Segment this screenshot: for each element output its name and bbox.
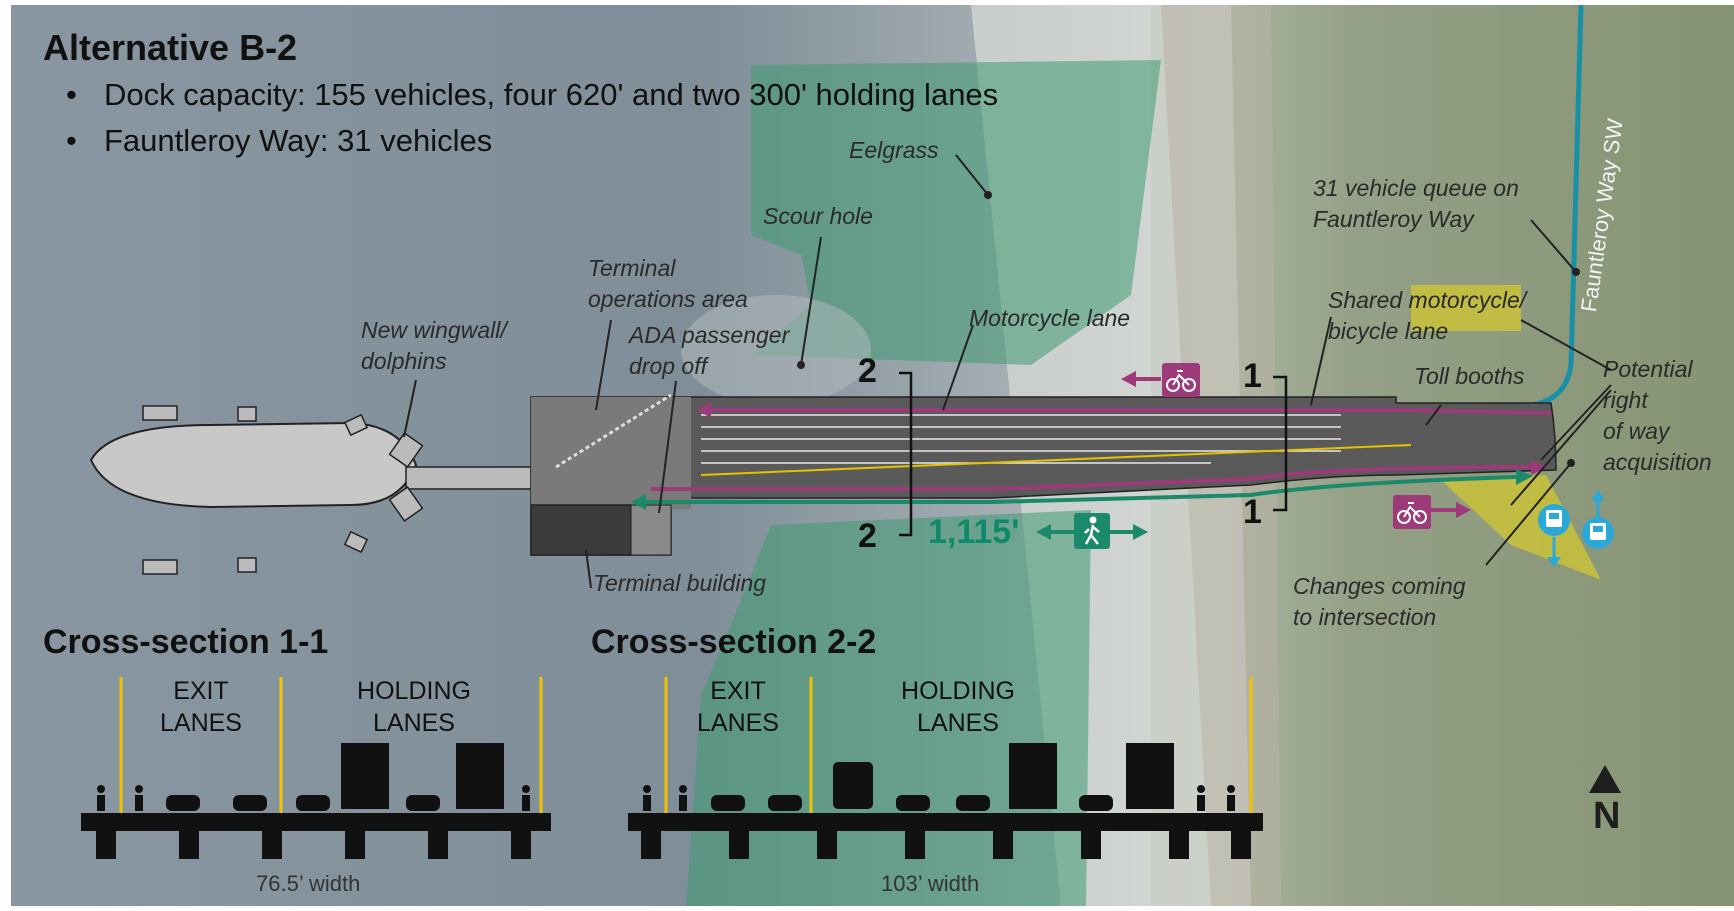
label-toll-booths: Toll booths (1414, 363, 1525, 389)
dolphin-4 (142, 559, 178, 575)
cs2-exit-line1: EXIT (710, 677, 766, 705)
label-ada-line2: drop off (629, 353, 707, 379)
dolphin-6 (343, 530, 369, 554)
label-wingwall-line1: New wingwall/ (361, 317, 507, 343)
label-row-line1: Potential (1603, 356, 1693, 382)
centerline-yellow (700, 444, 1412, 476)
dolphin-1 (142, 405, 178, 421)
label-terminal-ops-line1: Terminal (588, 255, 676, 281)
cs2-holding-lanes-label: HOLDING LANES (883, 675, 1033, 739)
dimension-arrow-right (1133, 524, 1148, 540)
north-label: N (1593, 795, 1621, 837)
dolphin-5 (237, 557, 257, 573)
bike-arrow-left-head (1121, 371, 1136, 387)
section-1-cut (1273, 375, 1288, 512)
label-ada-line1: ADA passenger (629, 322, 790, 348)
motorcycle-lane-arrow (697, 402, 711, 418)
section-2-mark-top: 2 (858, 352, 877, 390)
row-area-upper (1411, 285, 1521, 331)
section-1-mark-bottom: 1 (1243, 493, 1262, 531)
label-row-line2: right (1603, 387, 1648, 413)
exit-motorcycle-line (651, 465, 1532, 491)
label-queue-line1: 31 vehicle queue on (1313, 175, 1519, 201)
leader-dot-changes (1567, 459, 1575, 467)
pedestrian-icon (1074, 513, 1110, 549)
leader-dot-scour (797, 361, 805, 369)
wingwall-north (388, 431, 424, 469)
label-terminal-building: Terminal building (593, 570, 767, 596)
label-shared-lane-line1: Shared motorcycle/ (1328, 287, 1527, 313)
cross-section-1-title: Cross-section 1-1 (43, 623, 329, 661)
label-wingwall-line2: dolphins (361, 348, 447, 374)
motorcycle-lane-line (711, 408, 1552, 415)
row-area-lower (1441, 475, 1601, 580)
leader-dot-queue (1572, 268, 1580, 276)
pedestrian-path-arrow-right (1516, 469, 1533, 485)
cs1-holding-lanes-label: HOLDING LANES (339, 675, 489, 739)
cs1-width: 76.5’ width (256, 871, 361, 896)
leader-dot-eelgrass (984, 191, 992, 199)
label-changes-line1: Changes coming (1293, 573, 1466, 599)
label-terminal-ops-line2: operations area (588, 286, 748, 312)
bus-icon (1538, 504, 1570, 567)
cs2-holding-line2: LANES (917, 709, 999, 737)
length-dimension: 1,115' (928, 513, 1020, 551)
leader-lines (403, 154, 1612, 589)
bus-icon (1582, 490, 1614, 549)
label-motorcycle-lane: Motorcycle lane (969, 305, 1131, 331)
label-eelgrass: Eelgrass (849, 137, 939, 163)
diagram-canvas: Alternative B-2 Dock capacity: 155 vehic… (11, 5, 1734, 906)
terminal-building (530, 504, 632, 556)
holding-lane-markings (701, 414, 1341, 464)
section-2-mark-bottom: 2 (858, 517, 877, 555)
bicycle-icon (1162, 363, 1200, 397)
cross-section-2-title: Cross-section 2-2 (591, 623, 877, 661)
label-row-line3: of way (1603, 418, 1670, 444)
wingwall-south (388, 485, 424, 523)
terminal-deck (530, 396, 1557, 556)
label-scour-hole: Scour hole (763, 203, 873, 229)
ferry-slip (89, 421, 418, 509)
label-changes-line2: to intersection (1293, 604, 1437, 630)
scour-hole-area (681, 295, 871, 405)
section-1-mark-top: 1 (1243, 357, 1262, 395)
cs1-holding-line1: HOLDING (357, 677, 471, 705)
pedestrian-path-arrow-left (631, 494, 646, 510)
section-2-cut (899, 371, 913, 537)
bullet-dock-capacity: Dock capacity: 155 vehicles, four 620' a… (66, 77, 998, 113)
cross-section-1-graphic (81, 677, 551, 859)
north-arrow-icon (1589, 765, 1621, 793)
pedestrian-path-line (646, 475, 1517, 504)
cs1-exit-line2: LANES (160, 709, 242, 737)
dolphin-2 (237, 406, 257, 422)
cs2-exit-line2: LANES (697, 709, 779, 737)
exit-motorcycle-arrow (1531, 460, 1547, 475)
cs2-width: 103’ width (881, 871, 980, 896)
cs2-exit-lanes-label: EXIT LANES (688, 675, 788, 739)
cs1-exit-line1: EXIT (173, 677, 229, 705)
label-row-line4: acquisition (1603, 449, 1712, 475)
cs1-exit-lanes-label: EXIT LANES (151, 675, 251, 739)
dimension-arrow-left (1036, 524, 1051, 540)
bicycle-icon (1393, 495, 1431, 529)
diagram-graphics (81, 5, 1734, 906)
label-shared-lane-line2: bicycle lane (1328, 318, 1449, 344)
transfer-span (405, 466, 532, 490)
cross-section-2-graphic (628, 677, 1263, 859)
cs1-holding-line2: LANES (373, 709, 455, 737)
dolphin-3 (343, 413, 369, 437)
cs2-holding-line1: HOLDING (901, 677, 1015, 705)
ada-drop-off (630, 504, 672, 556)
bullet-fauntleroy-way: Fauntleroy Way: 31 vehicles (66, 123, 492, 159)
bike-arrow-right-head (1456, 502, 1471, 518)
ops-ramp (555, 393, 672, 469)
page-title: Alternative B-2 (43, 27, 298, 68)
label-queue-line2: Fauntleroy Way (1313, 206, 1474, 232)
eelgrass-area-north (751, 60, 1161, 365)
